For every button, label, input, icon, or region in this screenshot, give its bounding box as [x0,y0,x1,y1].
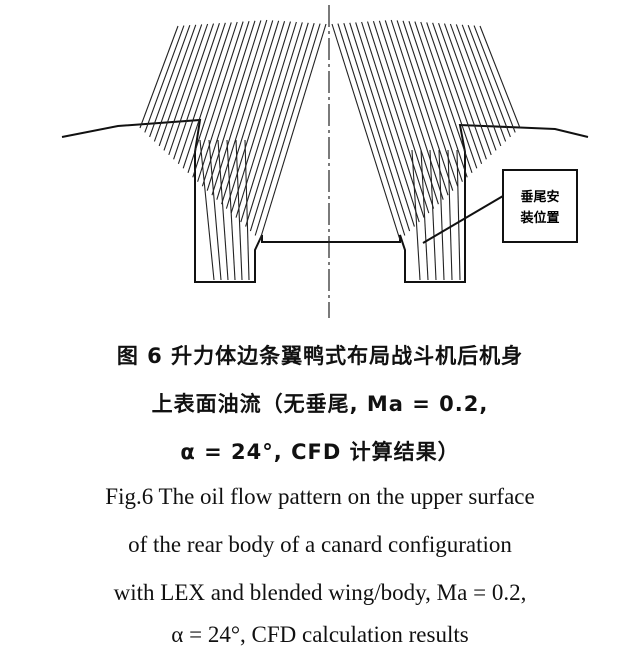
oil-flow-streak [473,25,516,133]
oil-flow-streak [240,22,303,223]
callout-box [502,169,578,243]
oil-flow-streak [177,22,226,165]
oil-flow-streak [211,19,268,196]
oil-flow-streak [245,22,309,227]
oil-flow-streak [182,22,232,169]
oil-flow-streak [187,21,238,173]
oil-flow-streak [225,21,286,209]
oil-flow-streak [349,22,415,227]
oil-flow-streak [449,23,497,151]
oil-flow-streak [221,20,280,205]
oil-flow-streak [355,22,420,223]
callout-leader-line [422,195,504,244]
caption-cn-line1: 图 6 升力体边条翼鸭式布局战斗机后机身 [116,344,524,368]
caption-en-line3: with LEX and blended wing/body, Ma = 0.2… [113,580,527,605]
oil-flow-streak [396,20,454,191]
oil-flow-streak [226,139,236,281]
oil-flow-streak [149,25,191,138]
oil-flow-streak [461,24,507,142]
oil-flow-streak [331,23,401,241]
oil-flow-streak [456,149,461,281]
oil-flow-streak [432,22,483,165]
oil-flow-streak [420,149,429,281]
oil-flow-streak [216,20,274,200]
oil-flow-streak [372,21,435,209]
callout-label-line1: 垂尾安 [520,189,559,205]
oil-flow-streak [144,25,185,133]
oil-flow-streak [230,21,292,214]
oil-flow-streak [173,23,220,160]
oil-flow-streak [390,19,449,196]
caption-en-line2: of the rear body of a canard configurati… [128,532,512,557]
oil-flow-streak [153,24,197,142]
vertical-tail-callout: 垂尾安 装位置 [422,169,578,244]
oil-flow-streak [438,149,445,281]
oil-flow-streak [206,20,262,191]
oil-flow-streak [447,149,453,281]
oil-flow-streak [420,21,473,173]
oil-flow-streak [378,20,439,205]
oil-flow-streaks [139,19,521,281]
oil-flow-streak [411,149,421,281]
oil-flow-streak [443,23,492,156]
oil-flow-figure: 垂尾安 装位置 [61,5,589,318]
caption-en-line1: Fig.6 The oil flow pattern on the upper … [105,484,535,509]
oil-flow-streak [455,24,502,147]
oil-flow-streak [254,23,321,236]
oil-flow-streak [217,139,229,281]
callout-label-line2: 装位置 [519,210,559,226]
oil-flow-streak [361,21,425,218]
oil-flow-streak [199,139,215,281]
oil-flow-streak [197,21,250,182]
caption-en-line4: α = 24°, CFD calculation results [171,622,469,647]
oil-flow-streak [201,20,256,187]
oil-flow-streak [249,23,315,232]
oil-flow-streak [426,22,478,169]
oil-flow-streak [168,23,215,156]
oil-flow-streak [384,20,444,200]
oil-flow-streak [139,25,179,129]
oil-flow-streak [158,24,203,147]
oil-flow-streak [163,23,209,151]
oil-flow-streak [208,139,222,281]
oil-flow-streak [467,25,511,138]
oil-flow-streak [244,139,250,281]
oil-flow-streak [479,25,521,129]
oil-flow-streak [235,139,243,281]
caption-cn-line2: 上表面油流（无垂尾, Ma = 0.2, [151,392,489,416]
oil-flow-streak [429,149,437,281]
oil-flow-streak [414,21,468,178]
body-outline [61,118,589,283]
oil-flow-streak [408,21,463,182]
caption-cn-line3: α = 24°, CFD 计算结果） [180,440,460,464]
oil-flow-streak [259,23,327,241]
oil-flow-streak [366,21,430,214]
oil-flow-streak [337,23,406,236]
oil-flow-streak [438,23,487,160]
oil-flow-streak [343,23,411,232]
